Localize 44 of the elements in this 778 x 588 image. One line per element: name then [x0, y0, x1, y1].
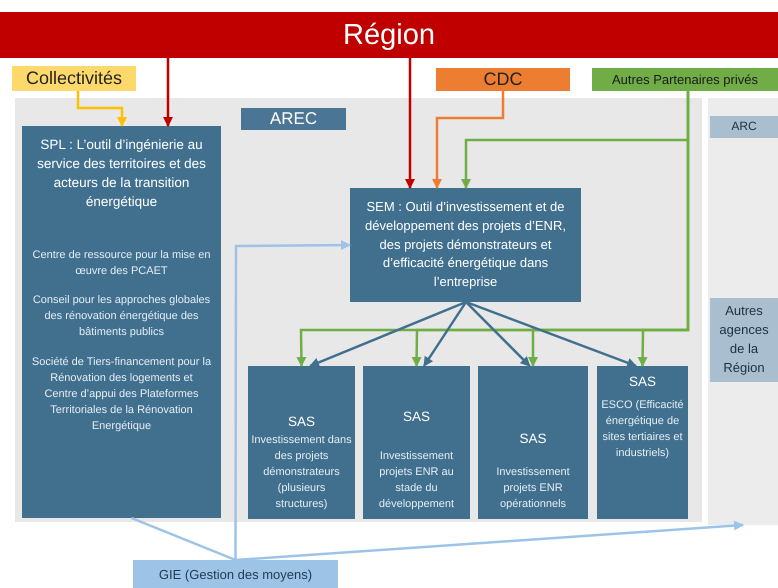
- arrow: [234, 240, 351, 560]
- arrow: [466, 300, 638, 368]
- process-box: [597, 366, 688, 519]
- box-text: Centre d’appui des Plateformes Territoriales de la Rénovation Energétique: [43, 387, 200, 434]
- region-banner: Région: [0, 12, 778, 58]
- box-text: Investissement projets ENR au stade du développement: [378, 449, 456, 512]
- partner-label: Collectivités: [12, 66, 136, 91]
- box-heading: SAS: [628, 374, 657, 390]
- arrow: [432, 91, 504, 189]
- connector-line: [130, 516, 236, 562]
- box-text: Investissement dans des projets démonstrateurs (plusieurs structures): [251, 433, 352, 512]
- process-box: [22, 126, 221, 518]
- partner-label: CDC: [436, 68, 570, 91]
- partner-label: Autres Partenaires privés: [592, 68, 778, 91]
- box-heading: SAS: [286, 414, 316, 430]
- arrow: [76, 91, 127, 127]
- arrow: [638, 91, 690, 367]
- arrow: [465, 301, 531, 367]
- agency-box: [710, 298, 778, 382]
- arrow: [163, 58, 173, 127]
- arrow: [422, 301, 468, 367]
- box-text: SEM : Outil d’investissement et de développement des projets d’ENR, des projets démonstrateurs et d’efficacité énergétique dans l’entreprise: [364, 198, 567, 292]
- box-text: Investissement projets ENR opérationnels: [495, 465, 571, 512]
- box-text: ARC: [730, 118, 758, 136]
- box-heading: SPL : L’outil d’ingénierie au service des territoires et des acteurs de la transition énergétique: [36, 136, 207, 211]
- box-text: Société de Tiers-financement pour la Rénovation des logements et: [30, 355, 212, 386]
- agency-box: [710, 116, 778, 138]
- process-box: [478, 366, 588, 519]
- box-text: ESCO (Efficacité énergétique de sites tertiaires et industriels): [600, 398, 685, 461]
- process-box: GIE (Gestion des moyens): [133, 560, 338, 588]
- arrow: [309, 300, 466, 368]
- group-panel: [708, 98, 778, 525]
- group-panel: [15, 98, 702, 522]
- box-text: Conseil pour les approches globales des rénovation énergétique des bâtiments publics: [32, 293, 212, 340]
- box-text: Autres agences de la Région: [718, 302, 770, 377]
- box-heading: SAS: [402, 409, 431, 426]
- process-box: [248, 366, 355, 519]
- arrow: [235, 520, 744, 562]
- box-heading: SAS: [518, 431, 548, 448]
- panel-heading: AREC: [241, 108, 346, 130]
- box-text: Centre de ressource pour la mise en œuvre des PCAET: [32, 248, 212, 278]
- process-box: [350, 188, 581, 302]
- process-box: [363, 366, 470, 519]
- arrow: [405, 58, 415, 189]
